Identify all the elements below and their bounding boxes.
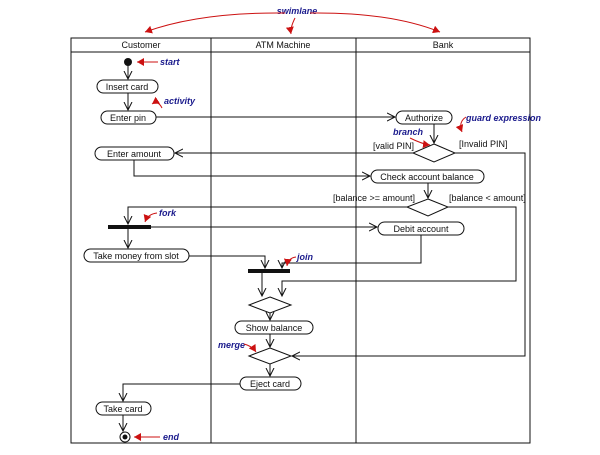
enter-pin-label: Enter pin (110, 113, 146, 123)
swimlane-annotation: swimlane (277, 6, 318, 16)
join-bar (248, 269, 290, 273)
guard-invalid-pin: [Invalid PIN] (459, 139, 508, 149)
merge-node-upper (247, 296, 293, 314)
enter-amount-label: Enter amount (107, 149, 162, 159)
start-annotation: start (160, 57, 181, 67)
pin-decision-node (411, 143, 457, 163)
join-annotation: join (296, 252, 313, 262)
take-card-label: Take card (103, 404, 142, 414)
guard-valid-pin: [valid PIN] (373, 141, 414, 151)
fork-bar (108, 225, 151, 229)
insert-card-label: Insert card (106, 82, 149, 92)
activity-annotation: activity (164, 96, 196, 106)
fork-annotation: fork (159, 208, 177, 218)
control-flows (123, 66, 526, 431)
lane-header-bank: Bank (433, 40, 454, 50)
lane-header-customer: Customer (121, 40, 160, 50)
check-balance-label: Check account balance (380, 172, 474, 182)
guard-expression-annotation: guard expression (465, 113, 542, 123)
guard-balance-ok: [balance >= amount] (333, 193, 415, 203)
show-balance-label: Show balance (246, 323, 303, 333)
end-annotation: end (163, 432, 180, 442)
swimlane-annotation-arrows (144, 12, 441, 35)
take-money-label: Take money from slot (93, 251, 179, 261)
start-node (124, 58, 132, 66)
authorize-label: Authorize (405, 113, 443, 123)
branch-annotation: branch (393, 127, 424, 137)
debit-account-label: Debit account (393, 224, 449, 234)
swimlane-frame (70, 37, 531, 444)
eject-card-label: Eject card (250, 379, 290, 389)
lane-header-atm: ATM Machine (256, 40, 311, 50)
merge-annotation: merge (218, 340, 245, 350)
balance-decision-node (405, 198, 450, 217)
end-node (119, 431, 131, 443)
guard-balance-low: [balance < amount] (449, 193, 526, 203)
